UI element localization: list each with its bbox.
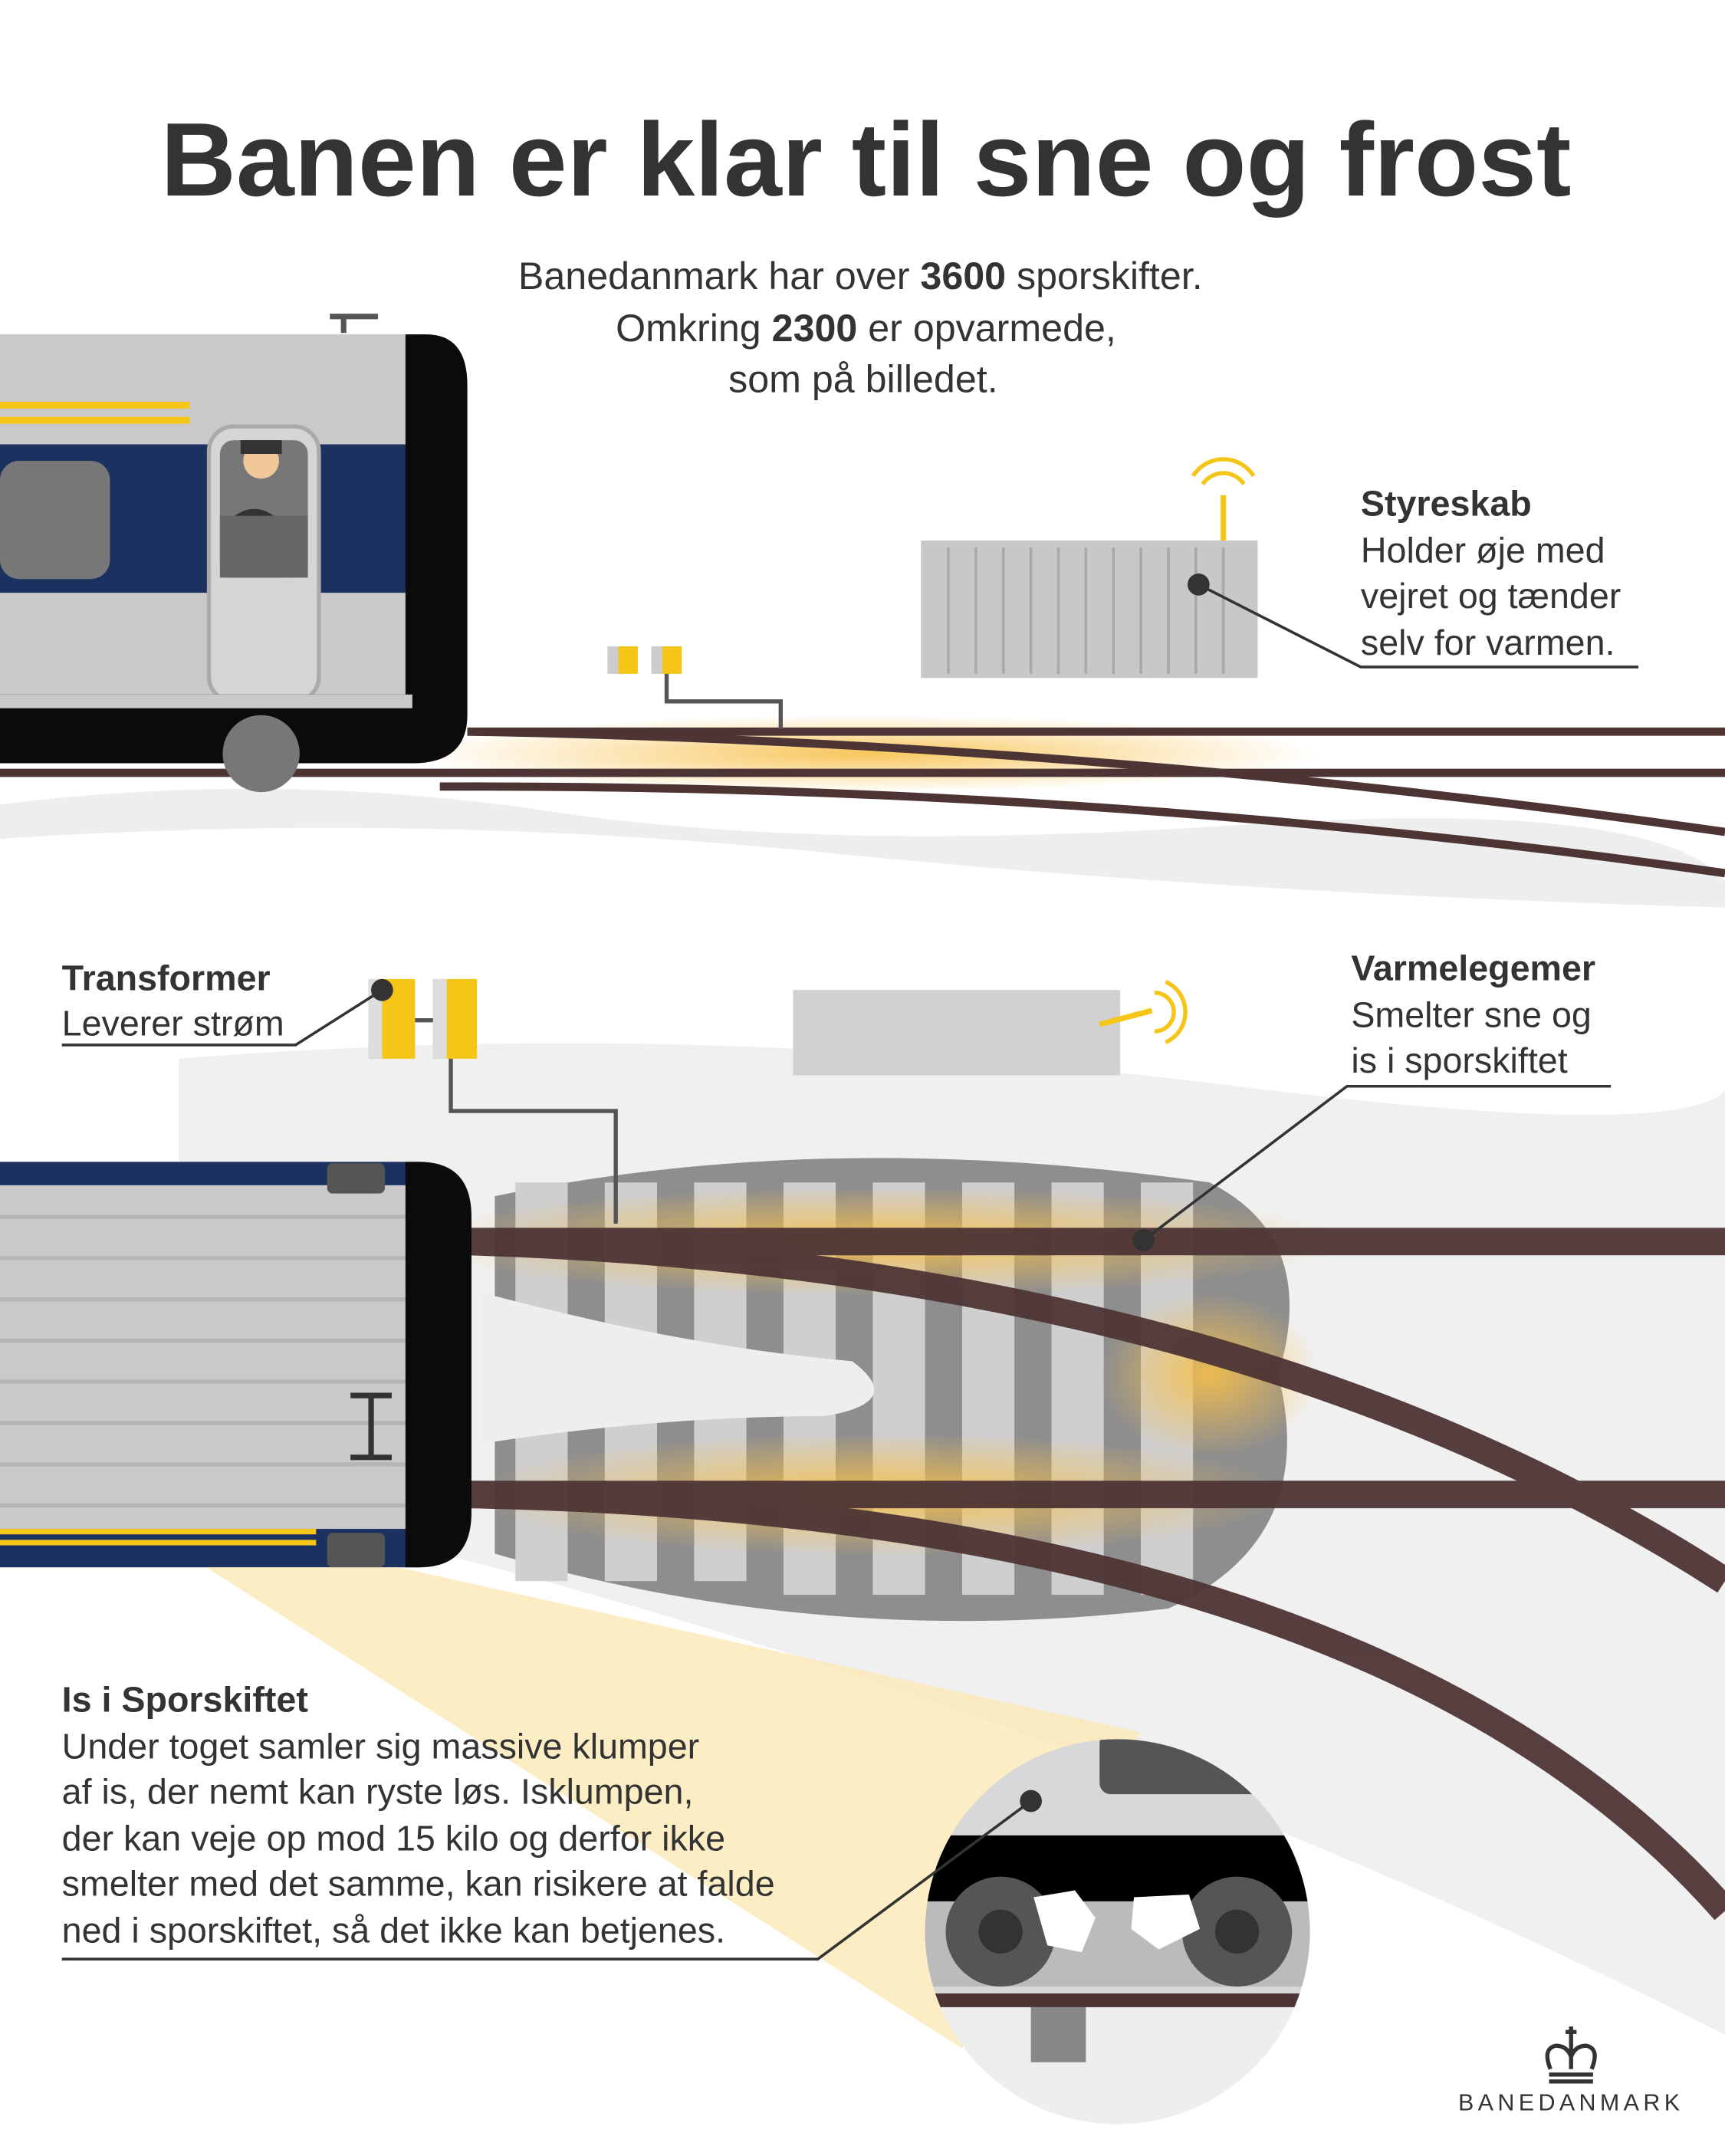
callout-heading: Varmelegemer [1351,948,1595,988]
logo-text: BANEDANMARK [1458,2089,1684,2115]
callout-heading: Is i Sporskiftet [62,1679,308,1719]
callout-text: ned i sporskiftet, så det ikke kan betje… [62,1911,725,1951]
train-side-view [0,314,468,793]
callout-text: Smelter sne og [1351,995,1591,1035]
callout-text: Leverer strøm [62,1003,284,1043]
horn-icon [330,314,379,334]
callout-lines [61,583,1639,1960]
callout-varmelegemer: Varmelegemer Smelter sne og is i sporski… [1351,948,1595,1080]
callout-text: Holder øje med [1361,531,1605,570]
callout-heading: Styreskab [1361,484,1532,524]
wifi-signal-icon [1154,980,1188,1044]
callout-text: is i sporskiftet [1351,1040,1567,1080]
page-title: Banen er klar til sne og frost [161,101,1572,218]
ice-detail-circle [925,1739,1310,2125]
ice-chunk-icon [1033,1890,1201,1953]
callout-styreskab: Styreskab Holder øje med vejret og tænde… [1361,484,1621,662]
banedanmark-logo: BANEDANMARK [1458,2026,1684,2115]
crown-icon [1545,2026,1597,2084]
light-cone [205,1567,1142,2049]
intro-line-3: som på billedet. [728,357,998,400]
callout-text: smelter med det samme, kan risikere at f… [62,1864,775,1904]
callout-text: af is, der nemt kan ryste løs. Isklumpen… [62,1772,694,1812]
top-rails [0,727,1725,878]
callout-text: Under toget samler sig massive klumper [62,1726,700,1766]
control-cabinet-top [793,980,1188,1076]
callout-transformer: Transformer Leverer strøm [62,958,284,1043]
bottom-scene [0,978,1725,2125]
small-transformer [607,646,784,729]
callout-heading: Transformer [62,958,271,997]
coupler-icon [350,1392,392,1461]
callout-dots [371,574,1210,1813]
top-scene [0,314,1725,908]
bottom-rails [467,1228,1725,1921]
intro-line-2: Omkring 2300 er opvarmede, [616,307,1116,350]
callout-text: vejret og tænder [1361,576,1621,616]
control-cabinet [921,457,1258,679]
intro-line-1: Banedanmark har over 3600 sporskifter. [518,255,1203,297]
callout-is-i-sporskiftet: Is i Sporskiftet Under toget samler sig … [62,1679,775,1950]
callout-text: der kan veje op mod 15 kilo og derfor ik… [62,1819,725,1859]
callout-text: selv for varmen. [1361,623,1615,662]
train-top-view [0,1162,472,1568]
transformer [368,978,618,1224]
wifi-signal-icon [1191,457,1256,486]
